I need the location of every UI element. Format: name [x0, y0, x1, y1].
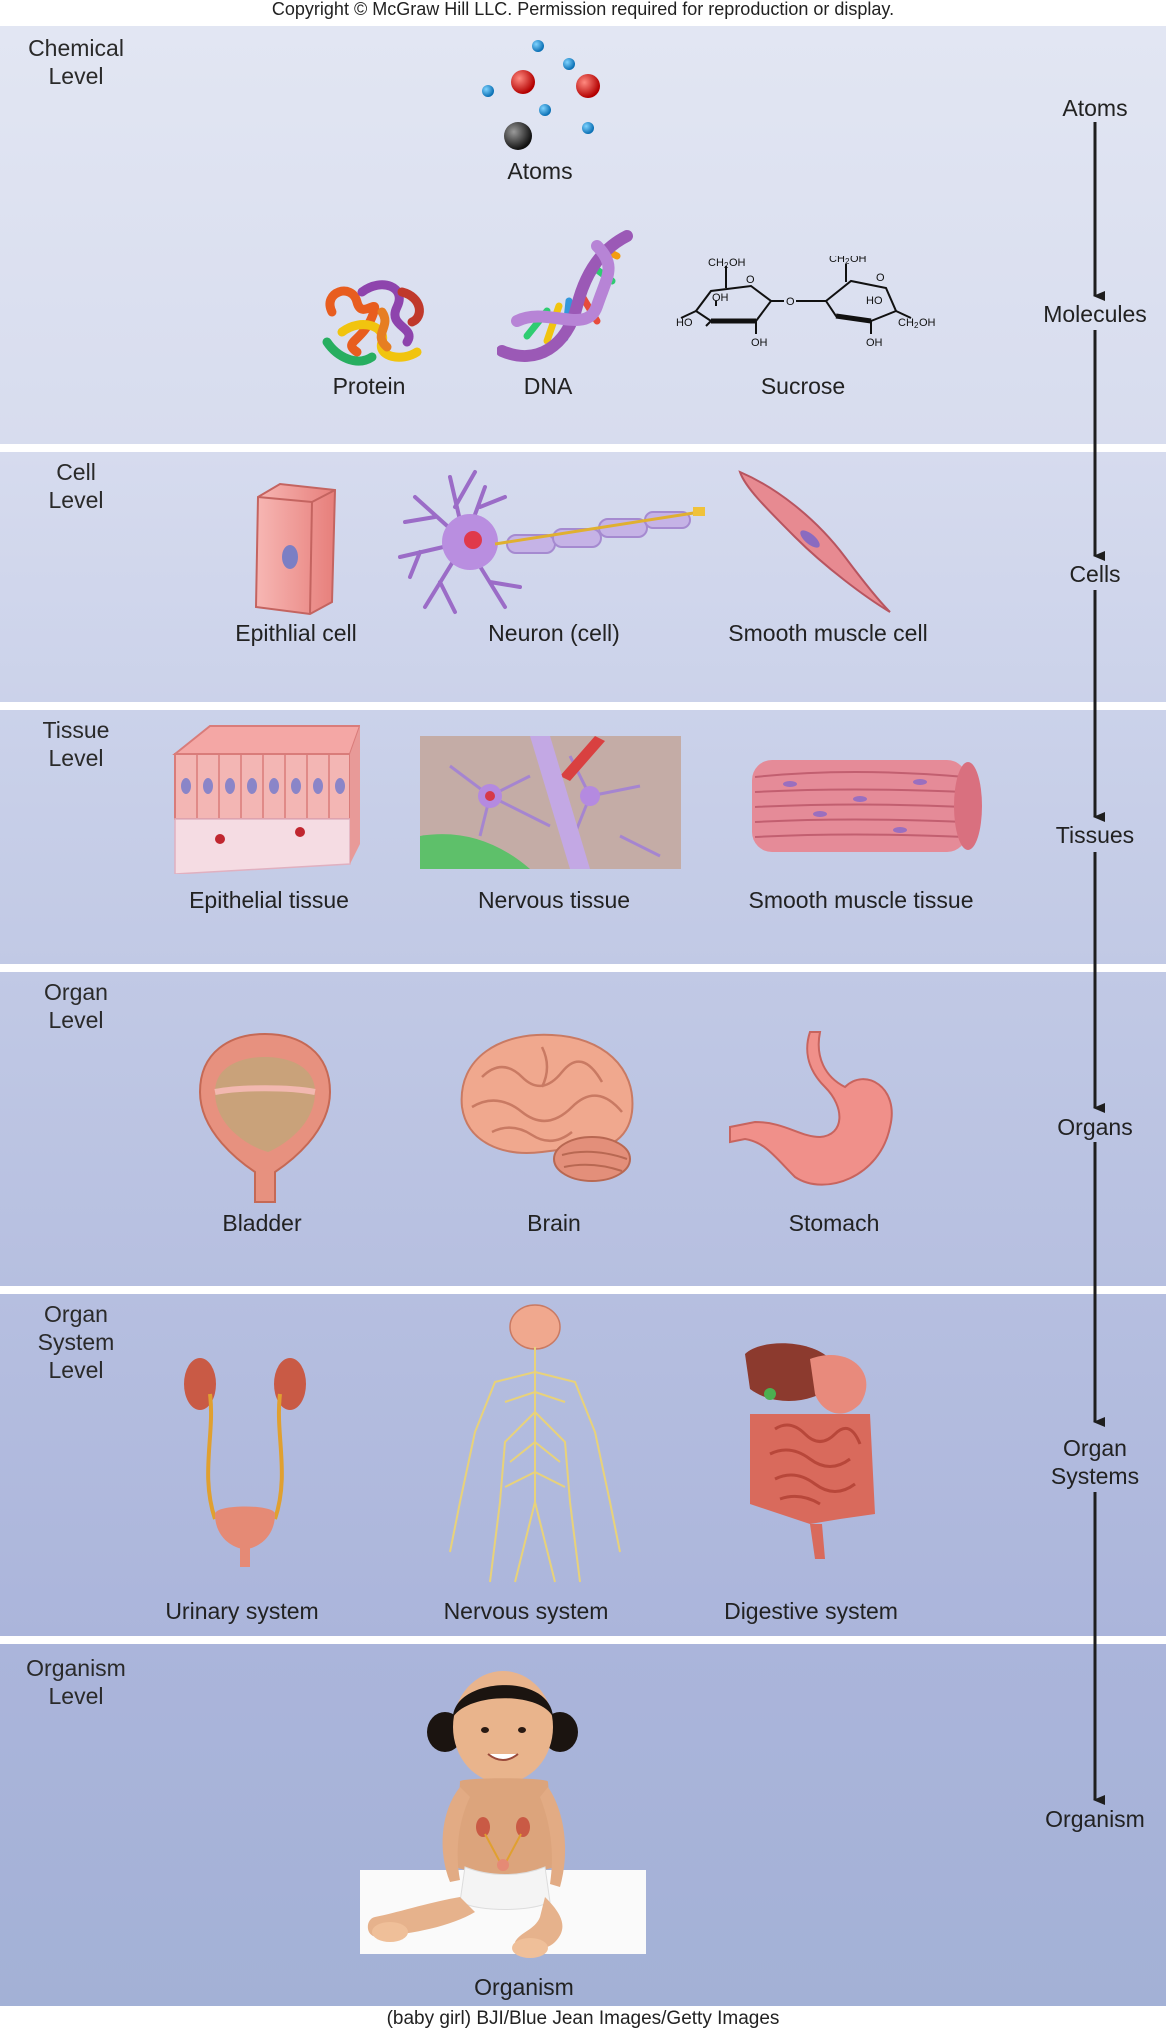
- nervous-tissue-caption: Nervous tissue: [477, 887, 631, 913]
- tissue-level-band: Tissue Level Epithelial tissue: [0, 710, 1166, 964]
- bladder-caption: Bladder: [222, 1210, 302, 1236]
- protein-illustration: [322, 280, 424, 366]
- organ-level-band: Organ Level Bladder Brain Stomach: [0, 972, 1166, 1286]
- svg-text:CH: CH: [708, 257, 724, 269]
- brain-caption: Brain: [527, 1210, 581, 1236]
- chemical-level-band: Chemical Level Atoms Protein: [0, 26, 1166, 444]
- svg-text:O: O: [746, 274, 755, 286]
- organism-level-band: Organism Level: [0, 1644, 1166, 2006]
- dna-illustration: [497, 230, 633, 362]
- svg-text:OH: OH: [751, 337, 768, 349]
- scale-organism: Organism: [1045, 1806, 1145, 1832]
- nervous-tissue-illustration: [420, 736, 681, 869]
- organism-level-label: Organism Level: [26, 1655, 126, 1709]
- nervous-system-caption: Nervous system: [443, 1598, 609, 1624]
- svg-text:O: O: [786, 296, 795, 308]
- epithelial-cell-illustration: [254, 482, 337, 616]
- nervous-system-illustration: [449, 1304, 621, 1583]
- svg-text:2: 2: [724, 261, 729, 270]
- protein-caption: Protein: [332, 373, 406, 399]
- sucrose-illustration: CH 2 OH O OH HO OH O CH 2 OH O HO OH CH …: [676, 256, 936, 349]
- urinary-system-illustration: [184, 1358, 306, 1567]
- copyright-notice: Copyright © McGraw Hill LLC. Permission …: [271, 0, 895, 19]
- smooth-muscle-cell-illustration: [738, 470, 891, 613]
- digestive-system-illustration: [745, 1343, 875, 1559]
- brain-illustration: [460, 1033, 634, 1182]
- svg-text:OH: OH: [919, 317, 936, 329]
- neuron-illustration: [398, 470, 705, 614]
- tissue-level-label: Tissue Level: [42, 717, 110, 771]
- dna-caption: DNA: [523, 373, 573, 399]
- svg-text:HO: HO: [676, 317, 693, 329]
- svg-text:OH: OH: [850, 256, 867, 265]
- cell-level-label: Cell Level: [48, 459, 104, 513]
- organ-system-level-band: Organ System Level Urinary system Nervou…: [0, 1294, 1166, 1636]
- digestive-system-caption: Digestive system: [724, 1598, 898, 1624]
- hierarchy-arrow: [1093, 122, 1105, 1805]
- scale-cells: Cells: [1069, 561, 1121, 587]
- svg-text:2: 2: [914, 321, 919, 330]
- scale-tissues: Tissues: [1055, 822, 1135, 848]
- atoms-illustration: [482, 40, 600, 150]
- urinary-system-caption: Urinary system: [165, 1598, 319, 1624]
- cell-level-band: Cell Level Epithlial cell Neuron (cell) …: [0, 452, 1166, 702]
- sucrose-caption: Sucrose: [760, 373, 846, 399]
- baby-photo: [367, 1671, 578, 1958]
- organ-system-level-label: Organ System Level: [37, 1301, 115, 1383]
- organ-level-label: Organ Level: [44, 979, 108, 1033]
- scale-organs: Organs: [1057, 1114, 1133, 1140]
- photo-credit: (baby girl) BJI/Blue Jean Images/Getty I…: [386, 2008, 780, 2029]
- chemical-level-label: Chemical Level: [28, 35, 124, 89]
- smooth-muscle-cell-caption: Smooth muscle cell: [728, 620, 928, 646]
- svg-text:2: 2: [845, 257, 850, 266]
- bladder-illustration: [198, 1032, 332, 1203]
- atoms-caption: Atoms: [507, 158, 573, 184]
- smooth-muscle-tissue-caption: Smooth muscle tissue: [748, 887, 974, 913]
- neuron-caption: Neuron (cell): [488, 620, 620, 646]
- epithelial-cell-caption: Epithlial cell: [235, 620, 357, 646]
- organism-caption: Organism: [474, 1974, 574, 2000]
- svg-text:HO: HO: [866, 295, 883, 307]
- epithelial-tissue-caption: Epithelial tissue: [189, 887, 349, 913]
- smooth-muscle-tissue-illustration: [752, 760, 982, 852]
- scale-molecules: Molecules: [1043, 301, 1147, 327]
- svg-text:O: O: [876, 272, 885, 284]
- svg-text:OH: OH: [729, 257, 746, 269]
- svg-text:CH: CH: [829, 256, 845, 265]
- stomach-caption: Stomach: [788, 1210, 880, 1236]
- svg-text:CH: CH: [898, 317, 914, 329]
- svg-text:OH: OH: [866, 337, 883, 349]
- scale-organ-systems: Organ Systems: [1050, 1435, 1140, 1489]
- svg-text:OH: OH: [712, 292, 729, 304]
- stomach-illustration: [729, 1031, 893, 1186]
- scale-atoms: Atoms: [1062, 95, 1128, 121]
- epithelial-tissue-illustration: [172, 725, 360, 874]
